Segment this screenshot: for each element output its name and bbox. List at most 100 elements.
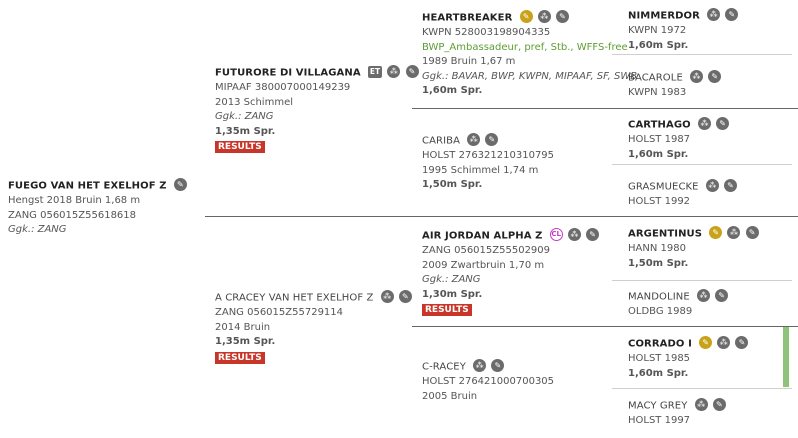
dss-name[interactable]: ARGENTINUS [628,228,703,240]
sire-name[interactable]: FUTURORE DI VILLAGANA [215,67,361,79]
sire-dam-horse: CARIBA ⁂ ✎ HOLST 276321210310795 1995 Sc… [422,133,554,193]
subject-name[interactable]: FUEGO VAN HET EXELHOF Z [8,180,167,192]
family-tree-icon[interactable]: ⁂ [380,290,394,303]
results-button[interactable]: RESULTS [215,351,265,364]
sss-name[interactable]: NIMMERDOR [628,10,700,22]
sss-info: KWPN 1972 [628,25,687,36]
pencil-icon[interactable]: ✎ [398,290,412,303]
family-tree-icon[interactable]: ⁂ [717,336,731,349]
separator-line [612,388,792,389]
family-tree-icon[interactable]: ⁂ [473,359,487,372]
family-tree-icon[interactable]: ⁂ [690,70,704,83]
dds-horse: CORRADO I ✎ ⁂ ✎ HOLST 1985 1,60m Spr. [628,336,750,381]
separator-line [612,280,792,281]
sd-name[interactable]: CARIBA [422,135,461,147]
dam-dam-horse: C-RACEY ⁂ ✎ HOLST 276421000700305 2005 B… [422,359,554,404]
dds-level: 1,60m Spr. [628,367,689,379]
premium-pencil-icon[interactable]: ✎ [699,336,713,349]
et-badge: ET [367,65,383,78]
sire-registration: MIPAAF 380007000149239 [215,82,351,93]
ddd-info: HOLST 1997 [628,415,691,426]
dd-registration: HOLST 276421000700305 [422,376,555,387]
subject-info: Hengst 2018 Bruin 1,68 m [8,195,141,206]
cl-badge: CL [549,228,563,241]
sss-level: 1,60m Spr. [628,39,689,51]
pencil-icon[interactable]: ✎ [708,70,722,83]
ds-level: 1,30m Spr. [422,288,483,300]
pencil-icon[interactable]: ✎ [745,226,759,239]
separator-line [612,326,798,327]
family-tree-icon[interactable]: ⁂ [696,289,710,302]
dam-sire-horse: AIR JORDAN ALPHA Z CL ⁂ ✎ ZANG 056015Z55… [422,228,601,318]
pencil-icon[interactable]: ✎ [725,8,739,21]
family-tree-icon[interactable]: ⁂ [705,179,719,192]
dam-name[interactable]: A CRACEY VAN HET EXELHOF Z [215,292,374,304]
ss-info: 1989 Bruin 1,67 m [422,56,516,67]
pencil-icon[interactable]: ✎ [491,359,505,372]
separator-line [412,326,612,327]
family-tree-icon[interactable]: ⁂ [694,398,708,411]
ss-ggk: Ggk.: BAVAR, BWP, KWPN, MIPAAF, SF, SWB [422,70,638,82]
pencil-icon[interactable]: ✎ [405,65,419,78]
dsd-name[interactable]: MANDOLINE [628,291,690,303]
sss-horse: NIMMERDOR ⁂ ✎ KWPN 1972 1,60m Spr. [628,8,740,53]
sds-level: 1,60m Spr. [628,148,689,160]
results-button[interactable]: RESULTS [422,304,472,316]
sds-name[interactable]: CARTHAGO [628,119,691,131]
separator-line [412,108,612,109]
sire-info: 2013 Schimmel [215,96,294,108]
dds-name[interactable]: CORRADO I [628,338,692,350]
premium-pencil-icon[interactable]: ✎ [519,10,533,23]
ssd-info: KWPN 1983 [628,87,687,98]
subject-horse: FUEGO VAN HET EXELHOF Z ✎ Hengst 2018 Br… [8,178,189,238]
highlight-bar [783,327,789,387]
separator-line [612,164,792,165]
dd-info: 2005 Bruin [422,390,478,402]
subject-registration: ZANG 056015Z55618618 [8,209,137,221]
pencil-icon[interactable]: ✎ [716,117,730,130]
pencil-icon[interactable]: ✎ [723,179,737,192]
sdd-info: HOLST 1992 [628,196,691,207]
family-tree-icon[interactable]: ⁂ [727,226,741,239]
dam-info: 2014 Bruin [215,321,271,333]
family-tree-icon[interactable]: ⁂ [467,133,481,146]
pencil-icon[interactable]: ✎ [586,228,600,241]
dam-level: 1,35m Spr. [215,336,276,347]
results-button[interactable]: RESULTS [215,141,265,153]
dds-info: HOLST 1985 [628,353,691,364]
ssd-name[interactable]: BACAROLE [628,72,683,84]
sds-info: HOLST 1987 [628,134,691,145]
dam-horse: A CRACEY VAN HET EXELHOF Z ⁂ ✎ ZANG 0560… [215,290,414,365]
ds-name[interactable]: AIR JORDAN ALPHA Z [422,230,543,242]
ss-name[interactable]: HEARTBREAKER [422,12,513,24]
sds-horse: CARTHAGO ⁂ ✎ HOLST 1987 1,60m Spr. [628,117,731,162]
pencil-icon[interactable]: ✎ [735,336,749,349]
sire-horse: FUTURORE DI VILLAGANA ET ⁂ ✎ MIPAAF 3800… [215,65,421,155]
ddd-name[interactable]: MACY GREY [628,400,688,412]
pencil-icon[interactable]: ✎ [485,133,499,146]
sire-level: 1,35m Spr. [215,125,276,137]
ssd-horse: BACAROLE ⁂ ✎ KWPN 1983 [628,70,723,101]
family-tree-icon[interactable]: ⁂ [707,8,721,21]
family-tree-icon[interactable]: ⁂ [567,228,581,241]
pencil-icon[interactable]: ✎ [173,178,187,191]
dsd-info: OLDBG 1989 [628,306,693,317]
family-tree-icon[interactable]: ⁂ [537,10,551,23]
pencil-icon[interactable]: ✎ [555,10,569,23]
dd-name[interactable]: C-RACEY [422,361,466,373]
pencil-icon[interactable]: ✎ [712,398,726,411]
sire-sire-horse: HEARTBREAKER ✎ ⁂ ✎ KWPN 528003198904335 … [422,10,637,99]
ds-info: 2009 Zwartbruin 1,70 m [422,259,545,271]
ds-registration: ZANG 056015Z55502909 [422,245,551,256]
sdd-name[interactable]: GRASMUECKE [628,181,699,193]
ss-studbook-note: BWP_Ambassadeur, pref, Stb., WFFS-free [422,41,628,53]
dsd-horse: MANDOLINE ⁂ ✎ OLDBG 1989 [628,289,730,320]
family-tree-icon[interactable]: ⁂ [387,65,401,78]
sire-ggk: Ggk.: ZANG [215,111,274,122]
ddd-horse: MACY GREY ⁂ ✎ HOLST 1997 [628,398,728,429]
family-tree-icon[interactable]: ⁂ [697,117,711,130]
separator-line [612,54,792,55]
ss-registration: KWPN 528003198904335 [422,27,551,38]
premium-pencil-icon[interactable]: ✎ [709,226,723,239]
pencil-icon[interactable]: ✎ [715,289,729,302]
